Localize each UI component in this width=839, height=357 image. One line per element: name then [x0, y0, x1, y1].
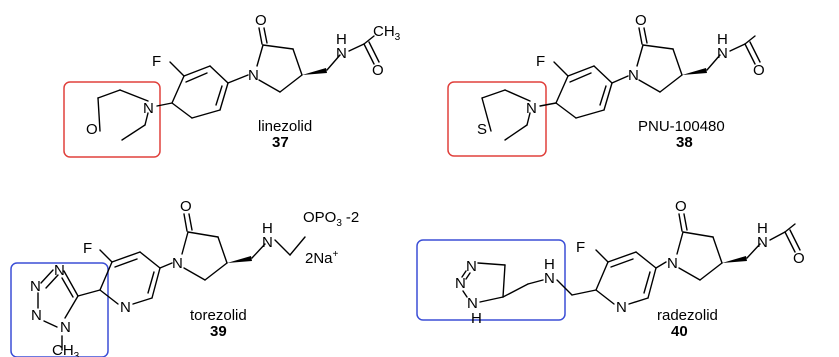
- compound-number-37: 37: [272, 134, 289, 151]
- thiomorpholine-highlight-box: [447, 81, 547, 157]
- radezolid-amide-nitrogen: N: [757, 234, 768, 251]
- morpholine-oxygen: O: [86, 121, 98, 138]
- torezolid-structure: N N N N CH3 N F N: [30, 198, 359, 357]
- thiomorpholine-nitrogen: N: [526, 100, 537, 117]
- compound-name-39: torezolid: [190, 307, 247, 324]
- torezolid-fluorine: F: [83, 240, 92, 257]
- torezolid-ring-nitrogen: N: [172, 255, 183, 272]
- compound-name-40: radezolid: [657, 307, 718, 324]
- compound-name-38: PNU-100480: [638, 118, 725, 135]
- compound-number-40: 40: [671, 323, 688, 340]
- triazoline-h: H: [471, 310, 482, 327]
- radezolid-fluorine: F: [576, 239, 585, 256]
- radezolid-amine-nitrogen: N: [544, 270, 555, 287]
- torezolid-phosphate: OPO3-2: [303, 209, 359, 229]
- thiomorpholine-sulfur: S: [477, 121, 487, 138]
- radezolid-structure: N N N H H N N F N: [455, 198, 805, 340]
- morpholine-nitrogen: N: [143, 100, 154, 117]
- linezolid-carbonyl-oxygen: O: [255, 12, 267, 29]
- radezolid-amide-h: H: [757, 220, 768, 237]
- pnu-amide-nitrogen: N: [717, 45, 728, 62]
- triazoline-n3: N: [467, 295, 478, 312]
- linezolid-methyl: CH3: [373, 23, 401, 43]
- tetrazole-n3: N: [31, 307, 42, 324]
- tetrazole-n4: N: [60, 319, 71, 336]
- pyridine-nitrogen-39: N: [120, 299, 131, 316]
- linezolid-ring-nitrogen: N: [248, 67, 259, 84]
- torezolid-carbonyl-oxygen: O: [180, 198, 192, 215]
- pnu-100480-structure: S N F N O H N O PNU-100480 38: [477, 12, 765, 151]
- linezolid-fluorine: F: [152, 53, 161, 70]
- tetrazole-n1: N: [54, 262, 65, 279]
- radezolid-acetyl-oxygen: O: [793, 250, 805, 267]
- tetrazole-methyl: CH3: [52, 342, 80, 357]
- triazoline-n1: N: [466, 258, 477, 275]
- tetrazole-highlight-box: [10, 262, 109, 357]
- radezolid-amine-h: H: [544, 256, 555, 273]
- pnu-acetyl-oxygen: O: [753, 62, 765, 79]
- pnu-fluorine: F: [536, 53, 545, 70]
- linezolid-acetyl-oxygen: O: [372, 62, 384, 79]
- linezolid-structure: O N F N O H N O: [86, 12, 401, 151]
- morpholine-highlight-box: [63, 81, 161, 158]
- torezolid-counterion: 2Na+: [305, 249, 339, 267]
- triazoline-highlight-box: [416, 239, 566, 321]
- linezolid-amide-nitrogen: N: [336, 45, 347, 62]
- pnu-carbonyl-oxygen: O: [635, 12, 647, 29]
- triazoline-n2: N: [455, 275, 466, 292]
- linezolid-amide-h: H: [336, 31, 347, 48]
- radezolid-ring-nitrogen: N: [667, 255, 678, 272]
- torezolid-amine-h: H: [262, 220, 273, 237]
- radezolid-carbonyl-oxygen: O: [675, 198, 687, 215]
- compound-number-38: 38: [676, 134, 693, 151]
- pnu-amide-h: H: [717, 31, 728, 48]
- torezolid-amine-nitrogen: N: [262, 234, 273, 251]
- compound-number-39: 39: [210, 323, 227, 340]
- pyridine-nitrogen-40: N: [616, 299, 627, 316]
- tetrazole-n2: N: [30, 278, 41, 295]
- compound-name-37: linezolid: [258, 118, 312, 135]
- pnu-ring-nitrogen: N: [628, 67, 639, 84]
